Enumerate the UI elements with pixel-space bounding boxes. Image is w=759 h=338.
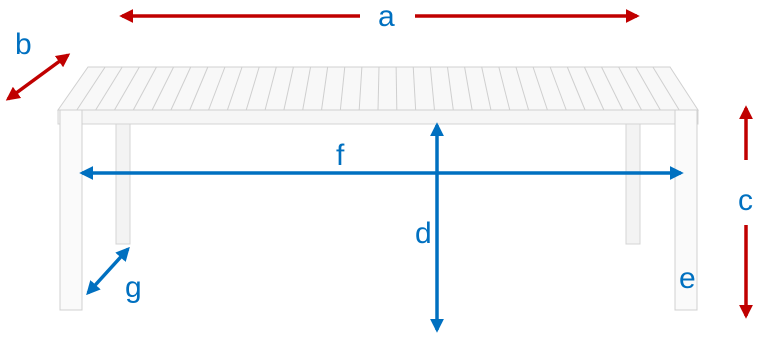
arrow-g	[86, 246, 130, 296]
tabletop-slat-line	[321, 66, 329, 111]
tabletop-slat-line	[515, 66, 530, 111]
tabletop-slat-line	[132, 66, 157, 111]
dimension-label-a: a	[378, 0, 395, 33]
front-leg-right	[674, 109, 698, 311]
tabletop-slat-line	[226, 66, 243, 111]
dimension-label-e: e	[679, 262, 696, 295]
tabletop-slat-line	[429, 66, 435, 111]
back-leg-left	[115, 119, 131, 245]
dimension-label-b: b	[15, 28, 32, 61]
tabletop-slat-line	[264, 66, 277, 111]
tabletop-slat-line	[481, 66, 492, 111]
tabletop-slat-line	[583, 66, 605, 111]
tabletop-slat-line	[95, 66, 123, 111]
tabletop-slat-line	[189, 66, 209, 111]
tabletop-slat-line	[245, 66, 260, 111]
tabletop-slat-line	[377, 66, 380, 111]
table-apron	[57, 109, 699, 125]
tabletop-slat-line	[114, 66, 140, 111]
tabletop-slat-line	[566, 66, 586, 111]
tabletop-slat-line	[601, 66, 624, 111]
tabletop-slat-line	[395, 66, 398, 111]
tabletop-slat-line	[170, 66, 192, 111]
tabletop-slat-line	[151, 66, 175, 111]
dimension-label-g: g	[125, 271, 142, 304]
table-illustration	[57, 66, 699, 311]
front-leg-left	[59, 109, 83, 311]
back-leg-right	[625, 119, 641, 245]
tabletop-slat-line	[618, 66, 642, 111]
tabletop-slat-line	[446, 66, 454, 111]
tabletop-slat-line	[549, 66, 567, 111]
tabletop-slat-line	[76, 66, 106, 111]
tabletop-slat-line	[283, 66, 294, 111]
tabletop-slats	[76, 66, 680, 111]
tabletop-slat-line	[302, 66, 312, 111]
arrow-b	[5, 53, 71, 101]
tabletop-slat-line	[532, 66, 548, 111]
tabletop-slat-line	[208, 66, 226, 111]
tabletop-slat-line	[635, 66, 661, 111]
dimension-label-d: d	[415, 217, 432, 250]
tabletop-slat-line	[652, 66, 680, 111]
dimension-label-f: f	[336, 139, 345, 172]
dimension-label-c: c	[738, 184, 753, 217]
tabletop-slat-line	[498, 66, 511, 111]
tabletop-slat-line	[339, 66, 346, 111]
tabletop-slat-line	[464, 66, 473, 111]
tabletop-slat-line	[358, 66, 363, 111]
tabletop-slat-line	[412, 66, 417, 111]
